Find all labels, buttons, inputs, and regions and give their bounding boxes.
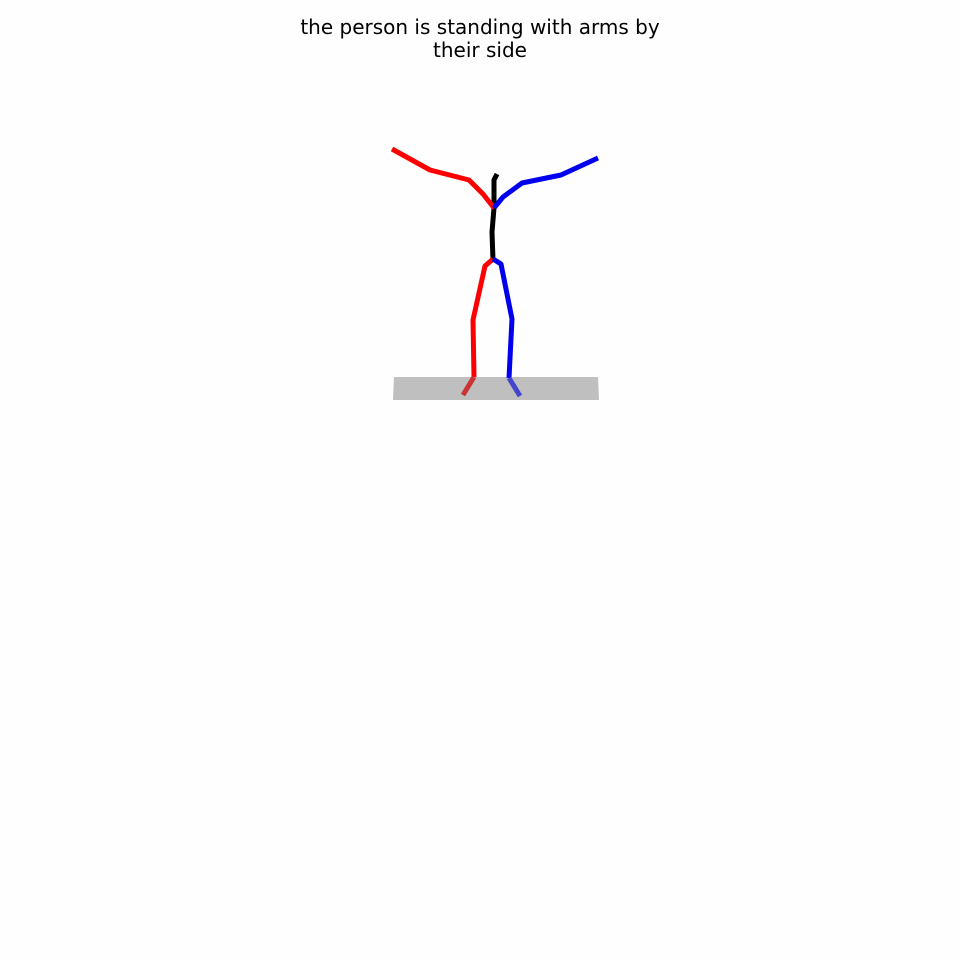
caption-line-1: the person is standing with arms by: [300, 15, 660, 39]
left-leg: [491, 256, 515, 379]
left-arm: [492, 155, 600, 210]
right-arm: [390, 146, 496, 210]
right-leg: [470, 257, 495, 378]
caption: the person is standing with arms by thei…: [0, 16, 960, 62]
caption-line-2: their side: [433, 38, 527, 62]
right-foot: [460, 375, 477, 397]
ground-plane: [393, 377, 599, 400]
spine: [489, 172, 500, 261]
left-foot: [506, 376, 523, 398]
